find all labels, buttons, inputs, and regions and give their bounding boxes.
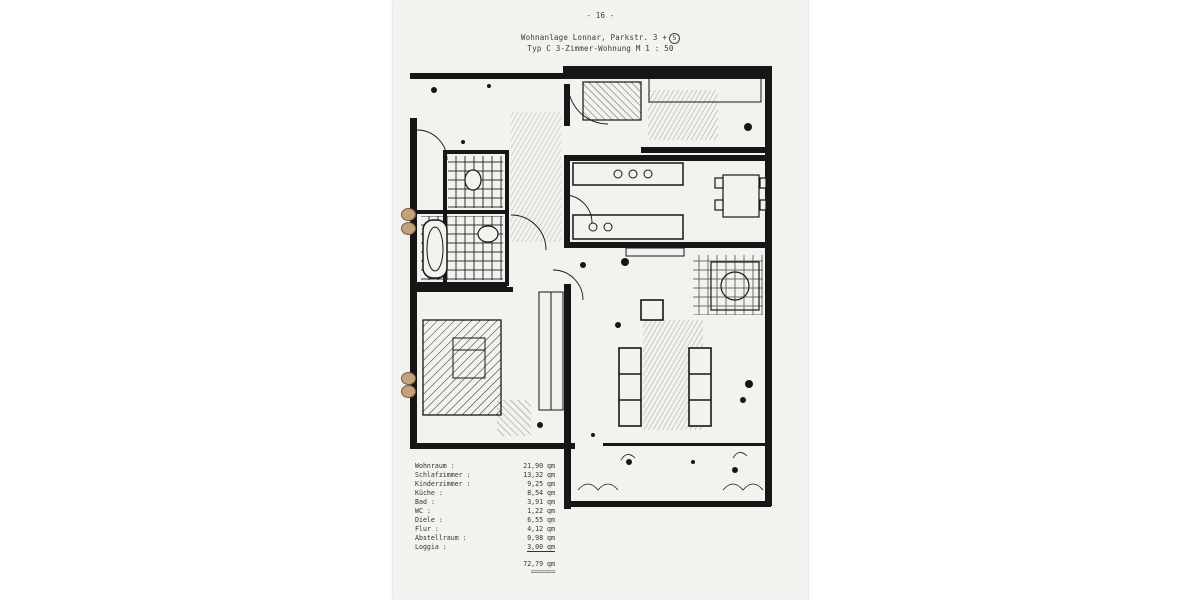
area-value: 9,25 qm [527,480,555,489]
area-value: 3,91 qm [527,498,555,507]
stove-icon [588,169,653,232]
area-value: 8,54 qm [527,489,555,498]
area-label: Flur : [415,525,439,533]
area-value-text: 0,98 qm [527,534,555,542]
punch-hole-upper [401,222,416,235]
area-value-text: 9,25 qm [527,480,555,488]
area-label: Schlafzimmer : [415,471,471,479]
bedroom-rug [423,320,501,415]
area-label: Wohnraum : [415,462,455,470]
door-swings [416,83,609,301]
kids-bed [583,82,641,120]
area-value-text: 1,22 qm [527,507,555,515]
area-row: Loggia : 3,00 qm [415,543,555,552]
area-label: Diele : [415,516,443,524]
kitchen-counter [572,162,684,186]
area-row: Flur : 4,12 qm [415,525,555,534]
wardrobe-icon [538,75,762,411]
area-total-row: 72,79 qm [415,560,555,569]
floor-plan-drawing [410,66,772,509]
area-row: Wohnraum : 21,90 qm [415,462,555,471]
area-value: 13,32 qm [523,471,555,480]
area-label: Kinderzimmer : [415,480,471,488]
area-label: Loggia : [415,543,447,551]
walls [410,66,772,509]
kids-rug [648,90,718,140]
document-page: - 16 - Wohnanlage Lonnar, Parkstr. 3 +5 … [393,0,808,600]
area-total-value: 72,79 qm [523,560,555,568]
area-value: 21,90 qm [523,462,555,471]
total-double-underline: ======= [415,568,556,576]
area-table: Wohnraum : 21,90 qm Schlafzimmer : 13,32 qm… [415,462,556,576]
area-row: Bad : 3,91 qm [415,498,555,507]
punch-hole-bottom [401,385,416,398]
apartment-type: Typ C 3-Zimmer-Wohnung M 1 : 50 [527,44,674,53]
area-value-text: 4,12 qm [527,525,555,533]
toilet-icon [464,169,482,191]
bedroom-side-rug [497,400,531,436]
area-value: 6,55 qm [527,516,555,525]
sink-icon [477,225,499,243]
area-row: Schlafzimmer : 13,32 qm [415,471,555,480]
address-text: Wohnanlage Lonnar, Parkstr. 3 + [520,33,668,42]
area-row: Kinderzimmer : 9,25 qm [415,480,555,489]
area-label: Küche : [415,489,443,497]
area-value: 1,22 qm [527,507,555,516]
circled-number: 5 [669,33,681,44]
bed-icon [452,337,486,379]
area-value: 4,12 qm [527,525,555,534]
area-row: WC : 1,22 qm [415,507,555,516]
area-row: Diele : 6,55 qm [415,516,555,525]
hall-floor [511,112,561,242]
area-value-text: 6,55 qm [527,516,555,524]
loggia-plants [577,452,764,491]
area-value-text: 3,91 qm [527,498,555,506]
area-row: Abstellraum : 0,98 qm [415,534,555,543]
area-value: 3,00 qm [527,543,555,552]
punch-hole-lower [401,372,416,385]
area-value-text: 13,32 qm [523,471,555,479]
area-label: Abstellraum : [415,534,467,542]
plant-decorations [431,84,753,473]
area-value-text: 3,00 qm [527,543,555,552]
page-number: - 16 - [586,11,615,20]
area-label: Bad : [415,498,435,506]
kitchen-counter-lower [572,214,684,240]
punch-hole-top [401,208,416,221]
building-address: Wohnanlage Lonnar, Parkstr. 3 +5 [393,33,808,44]
total-underline-text: ======= [530,568,556,576]
dining-floor-tiles [693,255,763,315]
sofa-icon [618,299,712,427]
area-value: 0,98 qm [527,534,555,543]
area-label: WC : [415,507,431,515]
area-row: Küche : 8,54 qm [415,489,555,498]
area-value-text: 8,54 qm [527,489,555,497]
area-value-text: 21,90 qm [523,462,555,470]
